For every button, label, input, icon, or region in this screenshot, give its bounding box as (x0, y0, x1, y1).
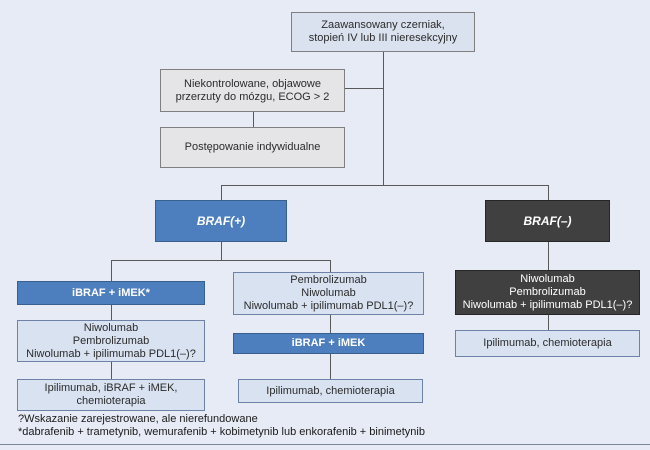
footnote-reimbursement: ?Wskazanie zarejestrowane, ale nierefund… (18, 413, 258, 425)
node-advanced-melanoma: Zaawansowany czerniak, stopień IV lub II… (291, 12, 475, 52)
node-middle-ibraf-imek-label: iBRAF + iMEK (291, 337, 366, 349)
node-left-third-line-line2: chemioterapia (76, 395, 146, 407)
node-left-third-line-line1: Ipilimumab, iBRAF + iMEK, (44, 382, 178, 394)
connector-braf-branch-horizontal (221, 185, 549, 186)
node-braf-positive-label: BRAF(+) (196, 213, 246, 228)
connector-middle-2-3 (330, 354, 331, 379)
connector-brainmets-horizontal (345, 88, 383, 89)
connector-braf-pos-drop (221, 185, 222, 200)
node-left-ibraf-imek-label: iBRAF + iMEK* (72, 286, 150, 299)
node-advanced-melanoma-line1: Zaawansowany czerniak, (321, 19, 445, 31)
node-brain-metastases-line1: Niekontrolowane, objawowe (184, 77, 321, 90)
node-brain-metastases: Niekontrolowane, objawowe przerzuty do m… (160, 69, 345, 112)
connector-braf-neg-drop (548, 185, 549, 200)
node-braf-negative-label: BRAF(–) (523, 213, 572, 228)
node-individual-management: Postępowanie indywidualne (160, 127, 345, 168)
node-middle-ibraf-imek: iBRAF + iMEK (233, 333, 424, 354)
connector-braf-neg-down (548, 242, 549, 270)
node-middle-third-line-label: Ipilimumab, chemioterapia (266, 384, 395, 397)
node-right-immunotherapy-line2: Pembrolizumab (509, 286, 586, 298)
node-right-immunotherapy-line1: Niwolumab (520, 273, 575, 285)
connector-left-1-2 (111, 305, 112, 320)
node-brain-metastases-line2: przerzuty do mózgu, ECOG > 2 (175, 90, 330, 103)
node-individual-management-label: Postępowanie indywidualne (184, 141, 321, 153)
bottom-divider (0, 444, 650, 445)
connector-middle-column-drop (330, 260, 331, 272)
node-braf-positive: BRAF(+) (155, 200, 287, 242)
node-middle-immunotherapy-line3: Niwolumab + ipilimumab PDL1(–)? (243, 300, 414, 312)
connector-left-2-3 (111, 362, 112, 379)
node-right-second-line-label: Ipilimumab, chemioterapia (483, 337, 612, 349)
connector-middle-1-2 (330, 315, 331, 333)
node-left-immunotherapy-line2: Pembrolizumab (72, 334, 150, 347)
node-left-ibraf-imek: iBRAF + iMEK* (17, 281, 205, 305)
connector-brainmets-individual (253, 112, 254, 127)
footnote-drug-combinations: *dabrafenib + trametynib, wemurafenib + … (18, 426, 425, 438)
node-left-immunotherapy-line1: Niwolumab (83, 321, 139, 334)
node-middle-immunotherapy-line1: Pembrolizumab (290, 274, 367, 286)
node-right-second-line: Ipilimumab, chemioterapia (455, 330, 640, 357)
connector-root-vertical (383, 52, 384, 185)
node-right-immunotherapy-line3: Niwolumab + ipilimumab PDL1(–)? (462, 299, 633, 311)
node-middle-immunotherapy-line2: Niwolumab (301, 287, 356, 299)
node-braf-negative: BRAF(–) (485, 200, 610, 242)
connector-right-1-2 (548, 315, 549, 330)
connector-left-column-drop (111, 260, 112, 281)
node-advanced-melanoma-line2: stopień IV lub III nieresekcyjny (308, 32, 458, 44)
connector-braf-pos-down (221, 242, 222, 260)
node-middle-immunotherapy: Pembrolizumab Niwolumab Niwolumab + ipil… (233, 272, 424, 315)
node-left-third-line: Ipilimumab, iBRAF + iMEK, chemioterapia (17, 379, 205, 411)
footnotes: ?Wskazanie zarejestrowane, ale nierefund… (18, 413, 425, 439)
node-left-immunotherapy: Niwolumab Pembrolizumab Niwolumab + ipil… (17, 320, 205, 362)
node-left-immunotherapy-line3: Niwolumab + ipilimumab PDL1(–)? (26, 347, 196, 360)
node-right-immunotherapy: Niwolumab Pembrolizumab Niwolumab + ipil… (455, 270, 640, 315)
node-middle-third-line: Ipilimumab, chemioterapia (238, 379, 423, 403)
connector-braf-pos-branch-horizontal (111, 260, 331, 261)
